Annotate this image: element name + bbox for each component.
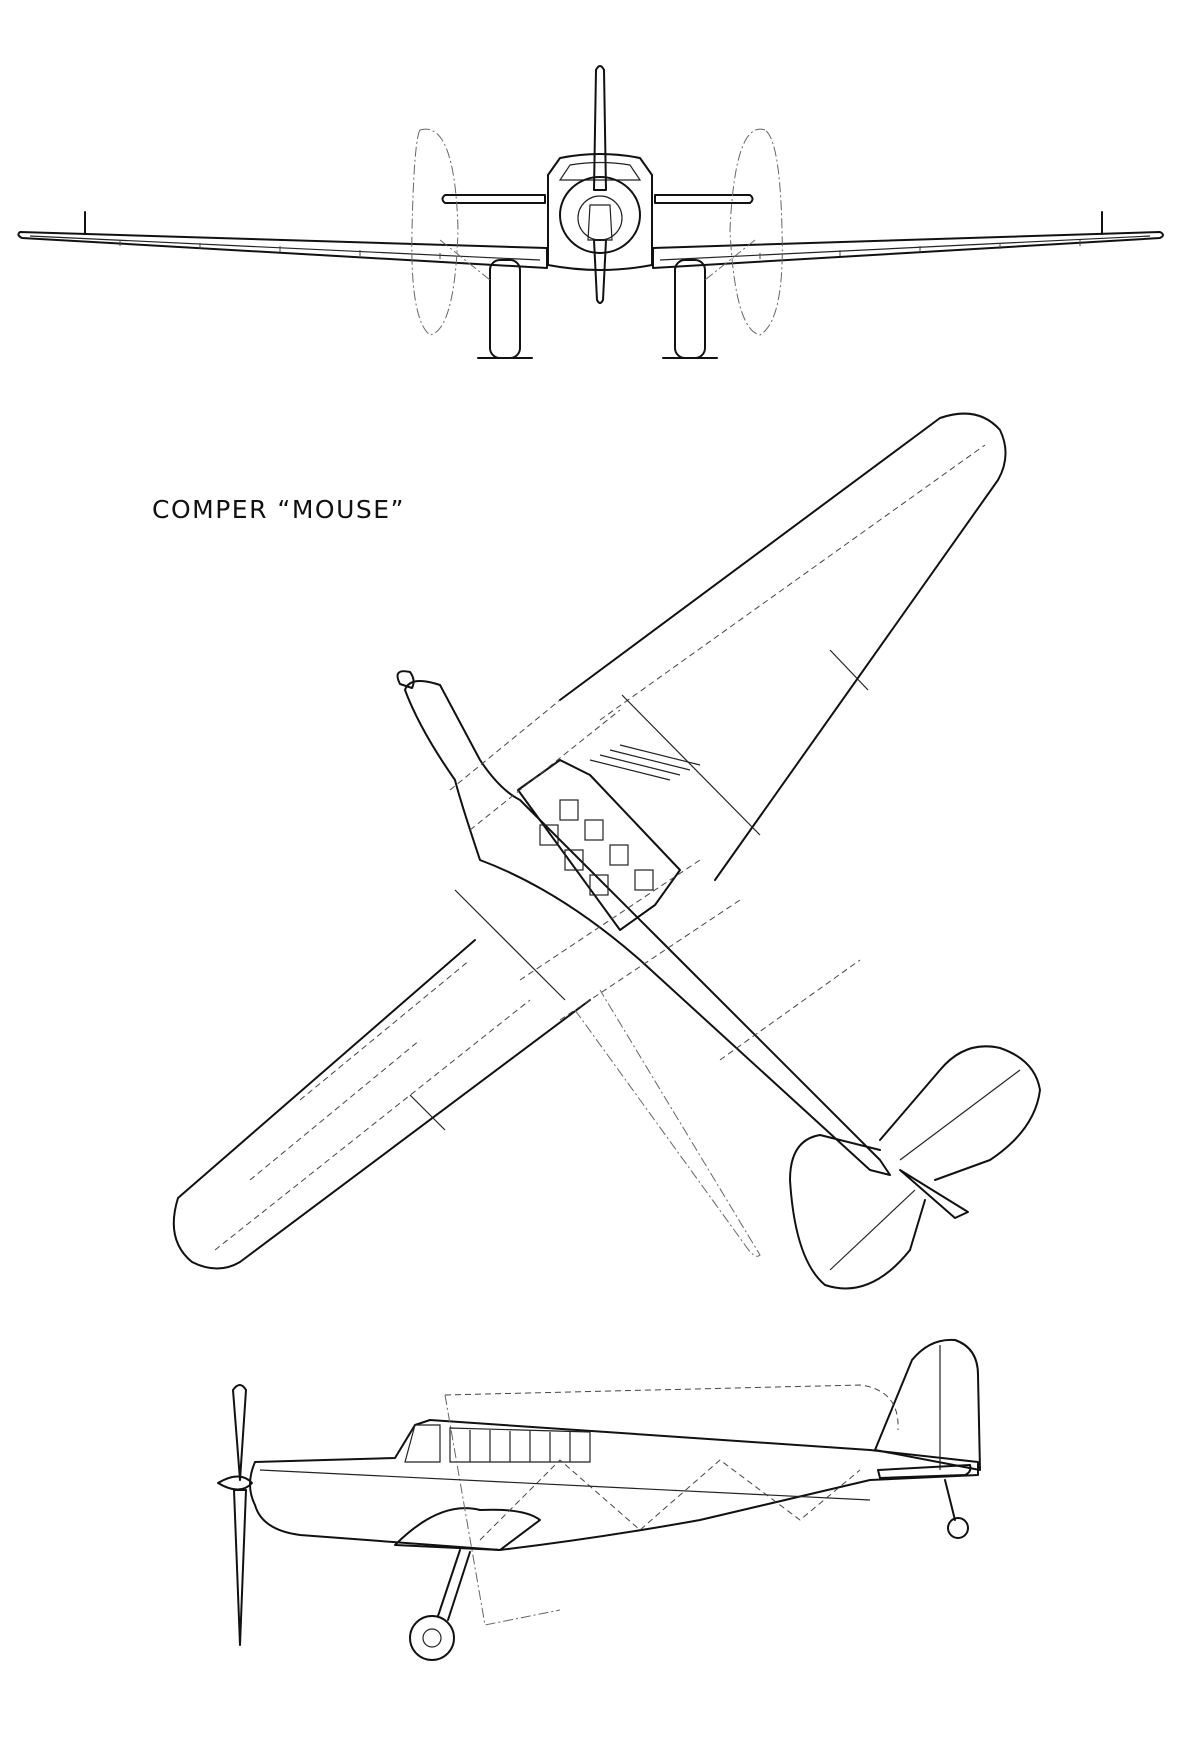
front-view [17, 65, 1164, 359]
plan-wing-lower [172, 939, 591, 1270]
side-tailplane [877, 1464, 972, 1479]
side-fin [874, 1338, 981, 1471]
front-tailplane [441, 194, 754, 204]
front-left-wheel [489, 259, 521, 359]
plan-canopy [517, 759, 681, 931]
drawing-title: COMPER “MOUSE” [152, 495, 406, 524]
side-view [217, 1338, 981, 1661]
front-right-wheel [674, 259, 706, 359]
front-right-retraction-arc [729, 128, 783, 336]
plan-wing-upper [559, 412, 1007, 881]
plan-tailplane-lower [789, 1134, 926, 1290]
side-propeller [232, 1384, 247, 1646]
plan-fuselage [404, 680, 891, 1176]
side-wing-fairing [394, 1507, 541, 1551]
front-left-retraction-arc [411, 128, 459, 336]
side-main-wheel [409, 1615, 455, 1661]
front-wing-right [652, 231, 1164, 269]
side-fuselage [249, 1419, 979, 1551]
plan-view [172, 412, 1041, 1290]
plan-rudder [899, 1169, 969, 1219]
plan-spinner [396, 670, 415, 689]
front-propeller [593, 65, 607, 304]
front-fuselage [547, 153, 653, 271]
front-wing-left [17, 231, 548, 269]
side-tailwheel [947, 1517, 969, 1539]
plan-tailplane-upper [879, 1045, 1041, 1181]
